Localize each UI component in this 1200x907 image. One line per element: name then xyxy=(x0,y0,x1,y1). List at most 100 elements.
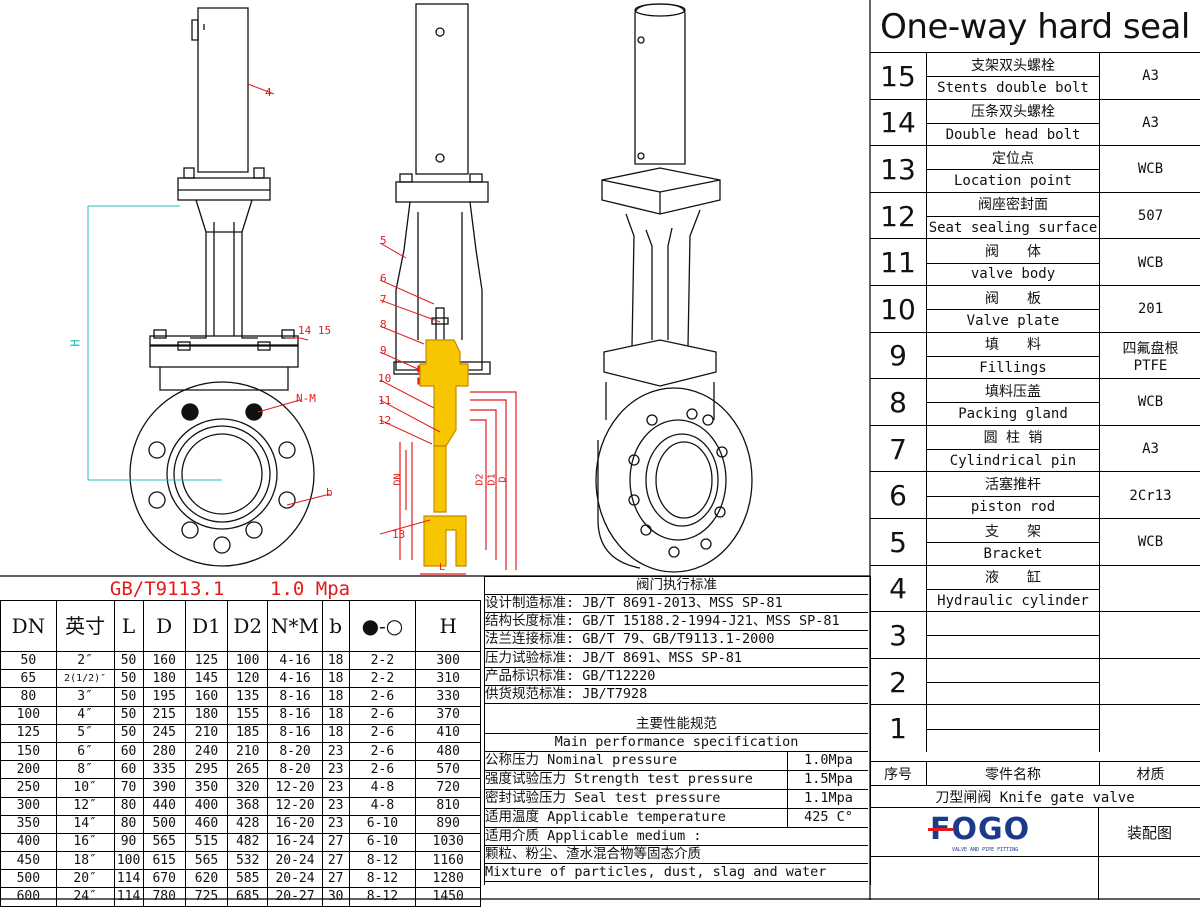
dim-header-cell: D xyxy=(142,600,186,652)
table-cell: 295 xyxy=(184,760,229,780)
product-name-row: 刀型闸阀 Knife gate valve xyxy=(870,785,1200,808)
table-cell: 18 xyxy=(321,705,350,725)
table-cell: 6-10 xyxy=(348,832,417,853)
logo-sub: VALVE AND PIPE FITTING xyxy=(952,847,1019,853)
part-material: 507 xyxy=(1099,192,1200,240)
table-cell: 20-24 xyxy=(267,851,323,871)
parts-row: 3 xyxy=(870,611,1200,659)
table-cell: 12″ xyxy=(55,796,115,816)
callout-9: 9 xyxy=(380,344,387,357)
part-name-en: Location point xyxy=(953,173,1072,190)
table-cell: 4-8 xyxy=(348,796,417,816)
table-cell: 180 xyxy=(184,705,229,725)
part-number: 12 xyxy=(870,192,927,240)
table-cell: 620 xyxy=(184,869,229,889)
product-name: 刀型闸阀 Knife gate valve xyxy=(935,790,1135,806)
table-cell: 515 xyxy=(184,832,229,853)
dim-d: D xyxy=(497,476,509,483)
table-cell: 460 xyxy=(184,814,229,834)
table-cell: 18 xyxy=(321,687,350,707)
table-cell: 370 xyxy=(415,705,481,725)
table-cell: 60 xyxy=(113,741,144,762)
part-name-en: Stents double bolt xyxy=(937,79,1089,96)
table-cell: 195 xyxy=(142,687,186,707)
table-cell: 200 xyxy=(0,760,57,780)
table-cell: 27 xyxy=(321,851,350,871)
dim-table-title: GB/T9113.1 1.0 Mpa xyxy=(109,578,351,600)
table-cell: 23 xyxy=(321,796,350,816)
standard-line: 设计制造标准: JB/T 8691-2013、MSS SP-81 xyxy=(485,595,868,613)
table-cell: 8-16 xyxy=(267,705,323,725)
table-cell: 50 xyxy=(113,723,144,743)
table-cell: 114 xyxy=(113,887,144,907)
table-cell: 18 xyxy=(321,669,350,689)
table-cell: 80 xyxy=(0,687,57,707)
table-cell: 100 xyxy=(113,851,144,871)
table-cell: 8-12 xyxy=(348,851,417,871)
table-cell: 16-20 xyxy=(267,814,323,834)
table-cell: 155 xyxy=(227,705,269,725)
part-material xyxy=(1099,612,1200,659)
perf-value: 1.1Mpa xyxy=(787,790,868,808)
table-cell: 482 xyxy=(227,832,269,853)
part-number: 6 xyxy=(870,472,927,519)
table-cell: 23 xyxy=(321,741,350,762)
table-cell: 4″ xyxy=(55,705,115,725)
table-cell: 18 xyxy=(321,723,350,743)
table-cell: 12-20 xyxy=(267,796,323,816)
part-material-value: 201 xyxy=(1137,301,1164,318)
table-cell: 18 xyxy=(321,650,350,671)
medium-label: 适用介质 Applicable medium : xyxy=(485,828,868,846)
table-cell: 23 xyxy=(321,760,350,780)
part-name-en: Seat sealing surface xyxy=(928,219,1098,236)
table-cell: 4-16 xyxy=(267,669,323,689)
part-number: 3 xyxy=(870,612,927,659)
dim-header-cell: DN xyxy=(0,600,57,652)
table-cell: 50 xyxy=(113,687,144,707)
part-name-en: Packing gland xyxy=(958,406,1068,423)
table-cell: 80 xyxy=(113,796,144,816)
part-material: 201 xyxy=(1099,286,1200,333)
table-cell: 400 xyxy=(184,796,229,816)
table-cell: 50 xyxy=(113,650,144,671)
part-material: A3 xyxy=(1099,425,1200,473)
table-cell: 8-20 xyxy=(267,741,323,762)
parts-row: 2 xyxy=(870,657,1200,706)
callout-7: 7 xyxy=(380,293,387,306)
table-cell: 600 xyxy=(0,887,57,907)
table-cell: 8-12 xyxy=(348,869,417,889)
part-number: 11 xyxy=(870,239,927,286)
part-name-cn: 活塞推杆 xyxy=(927,472,1099,497)
logo-row: FOGO VALVE AND PIPE FITTING 装配图 xyxy=(870,807,1200,857)
table-cell: 14″ xyxy=(55,814,115,834)
standard-line: 结构长度标准: GB/T 15188.2-1994-J21、MSS SP-81 xyxy=(485,613,868,632)
logo-accent xyxy=(928,828,954,831)
table-cell: 670 xyxy=(142,869,186,889)
table-cell: 50 xyxy=(113,705,144,725)
parts-header-material: 材质 xyxy=(1099,762,1200,786)
section-view xyxy=(393,3,491,375)
callout-13: 13 xyxy=(392,528,406,541)
callout-h: H xyxy=(68,339,83,347)
part-material: A3 xyxy=(1099,99,1200,147)
part-name-en: Valve plate xyxy=(966,312,1060,329)
table-cell: 265 xyxy=(227,760,269,780)
table-cell: 310 xyxy=(415,669,481,689)
callout-11: 11 xyxy=(378,394,392,407)
table-cell: 725 xyxy=(184,887,229,907)
table-cell: 250 xyxy=(0,778,57,798)
table-cell: 16″ xyxy=(55,832,115,853)
perf-label: 适用温度 Applicable temperature xyxy=(485,809,726,825)
dim-header-cell: H xyxy=(415,600,481,652)
part-material: WCB xyxy=(1099,146,1200,193)
